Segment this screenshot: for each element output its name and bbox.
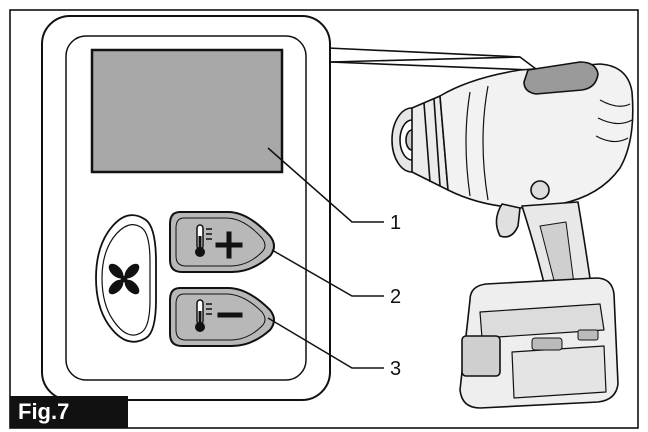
figure-frame bbox=[9, 9, 639, 429]
thermometer-icon bbox=[195, 299, 212, 332]
display-screen bbox=[90, 48, 284, 174]
plus-icon bbox=[215, 231, 243, 259]
temperature-down-button[interactable] bbox=[169, 287, 275, 347]
fan-icon bbox=[108, 263, 140, 295]
callout-number-2: 2 bbox=[390, 286, 401, 308]
figure-label: Fig.7 bbox=[10, 396, 128, 428]
callout-number-3: 3 bbox=[390, 358, 401, 380]
leader-lines bbox=[267, 147, 384, 369]
leader-line-3 bbox=[267, 317, 384, 369]
callout-number-1: 1 bbox=[390, 212, 401, 234]
temperature-up-button[interactable] bbox=[169, 211, 275, 273]
thermometer-icon bbox=[195, 224, 212, 257]
leader-line-2 bbox=[271, 249, 384, 297]
tool-nozzle bbox=[391, 95, 449, 191]
control-panel bbox=[41, 15, 331, 401]
leader-line-1 bbox=[267, 147, 384, 223]
tool-trigger bbox=[495, 203, 521, 238]
heat-gun-tool bbox=[391, 61, 634, 409]
tool-top-panel bbox=[523, 61, 599, 95]
fan-button[interactable] bbox=[95, 214, 157, 343]
